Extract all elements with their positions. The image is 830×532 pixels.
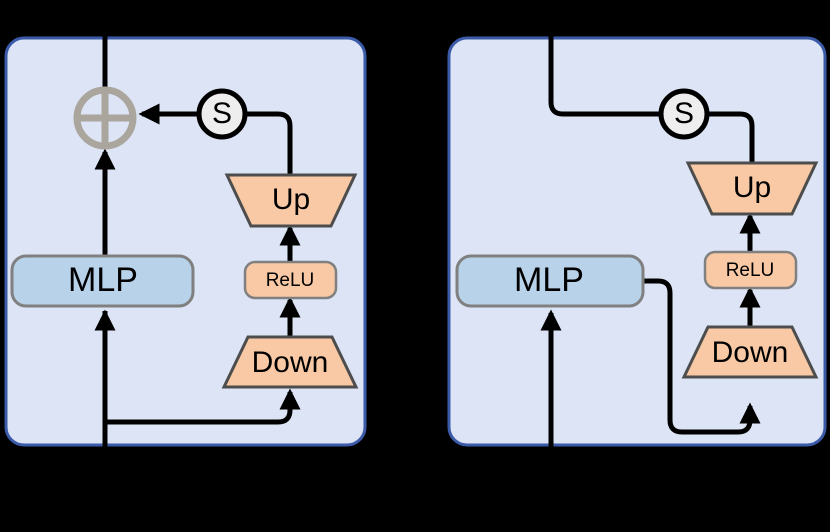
left-down-label: Down xyxy=(252,346,329,379)
left-mlp-box[interactable] xyxy=(10,254,195,308)
right-skip-to-scale-wire xyxy=(548,0,661,117)
right-mlp-to-down-branch-wire xyxy=(642,278,761,435)
left-residual-branch-wire xyxy=(105,388,301,425)
right-relu-label: ReLU xyxy=(726,260,775,281)
left-scale-label: S xyxy=(212,97,232,130)
left-down-projection-shape[interactable] xyxy=(221,335,359,389)
right-panel: Down ReLU Up MLP S xyxy=(447,0,827,532)
right-relu-box[interactable] xyxy=(703,250,798,290)
right-up-label: Up xyxy=(733,171,771,204)
right-scale-node[interactable] xyxy=(658,88,710,140)
right-panel-background xyxy=(447,36,827,447)
left-up-to-scale-wire xyxy=(246,111,293,175)
left-relu-label: ReLU xyxy=(266,270,315,291)
left-panel: Down ReLU Up MLP S xyxy=(4,0,367,532)
right-scale-to-up-wire xyxy=(707,111,755,164)
right-mlp-label: MLP xyxy=(514,261,584,299)
right-scale-label: S xyxy=(674,97,694,130)
left-relu-box[interactable] xyxy=(243,260,338,300)
left-mlp-label: MLP xyxy=(68,261,138,299)
right-down-label: Down xyxy=(712,336,789,369)
right-up-projection-shape[interactable] xyxy=(685,161,819,216)
right-down-projection-shape[interactable] xyxy=(681,325,819,379)
left-scale-node[interactable] xyxy=(196,88,248,140)
left-up-label: Up xyxy=(272,183,310,216)
left-up-projection-shape[interactable] xyxy=(224,173,358,228)
right-mlp-box[interactable] xyxy=(455,254,645,308)
